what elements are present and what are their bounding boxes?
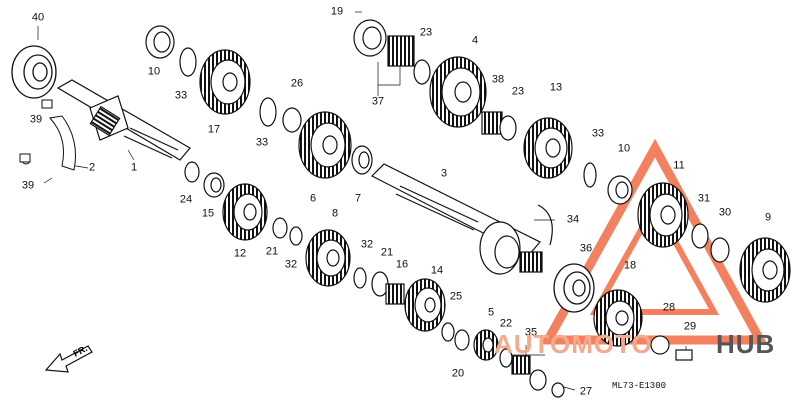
callout-label: 19 xyxy=(330,5,344,18)
countershaft xyxy=(370,163,543,275)
callout-label: 33 xyxy=(591,127,605,140)
watermark-text-left: AUTOMOTO xyxy=(494,329,653,359)
callout-label: 24 xyxy=(179,193,193,206)
gear-5 xyxy=(473,329,499,361)
callout-label: 34 xyxy=(566,213,580,226)
gear-8 xyxy=(305,229,351,287)
gears xyxy=(199,49,791,361)
callout-label: 29 xyxy=(683,320,697,333)
callout-label: 23 xyxy=(419,26,433,39)
callout-label: 25 xyxy=(449,290,463,303)
callout-label: 13 xyxy=(549,81,563,94)
gear-12 xyxy=(222,183,268,241)
gear-4 xyxy=(429,56,487,128)
bolts-39 xyxy=(19,99,53,163)
callout-label: 16 xyxy=(395,258,409,271)
diagram-code: ML73-E1300 xyxy=(612,381,667,391)
callout-label: 12 xyxy=(233,247,247,260)
gear-9 xyxy=(739,237,791,303)
callout-label: 6 xyxy=(309,192,317,205)
callout-label: 10 xyxy=(617,142,631,155)
callout-label: 39 xyxy=(29,113,43,126)
bearing-38 xyxy=(553,263,595,313)
callout-label: 35 xyxy=(524,326,538,339)
mainshaft xyxy=(56,79,191,161)
callout-label: 36 xyxy=(579,242,593,255)
callout-label: 38 xyxy=(491,73,505,86)
callout-label: 21 xyxy=(380,246,394,259)
fr-arrow-icon xyxy=(44,345,93,373)
callout-label: 23 xyxy=(511,85,525,98)
callout-label: 10 xyxy=(147,65,161,78)
gear-6 xyxy=(298,111,352,179)
washers-and-collars xyxy=(145,19,730,398)
callout-label: 5 xyxy=(487,306,495,319)
watermark-text-right: HUB xyxy=(716,329,776,359)
callout-label: 26 xyxy=(290,77,304,90)
callout-label: 22 xyxy=(499,317,513,330)
callout-label: 31 xyxy=(697,192,711,205)
bearing-40 xyxy=(11,45,57,99)
callout-label: 7 xyxy=(354,192,362,205)
callout-label: 37 xyxy=(371,95,385,108)
callout-label: 3 xyxy=(440,167,448,180)
callout-label: 21 xyxy=(265,245,279,258)
callout-label: 27 xyxy=(579,385,593,398)
callout-label: 28 xyxy=(662,301,676,314)
gear-11 xyxy=(637,182,689,248)
callout-label: 20 xyxy=(451,367,465,380)
callout-label: 18 xyxy=(623,259,637,272)
callout-label: 40 xyxy=(31,11,45,24)
gear-14 xyxy=(523,117,573,179)
callout-label: 30 xyxy=(718,206,732,219)
callout-label: 32 xyxy=(360,238,374,251)
callout-label: 8 xyxy=(331,207,339,220)
callout-label: 1 xyxy=(130,161,138,174)
gear-15 xyxy=(404,278,446,332)
callout-label: 9 xyxy=(764,211,772,224)
callout-label: 39 xyxy=(21,179,35,192)
callout-label: 14 xyxy=(430,264,444,277)
callout-label: 32 xyxy=(284,258,298,271)
callout-label: 2 xyxy=(88,161,96,174)
sprocket-18 xyxy=(593,289,643,347)
callout-label: 17 xyxy=(207,123,221,136)
callout-label: 33 xyxy=(174,89,188,102)
gear-17 xyxy=(199,49,251,115)
callout-label: 33 xyxy=(255,136,269,149)
callout-label: 15 xyxy=(201,207,215,220)
callout-label: 4 xyxy=(471,34,479,47)
callout-label: 11 xyxy=(673,159,685,172)
